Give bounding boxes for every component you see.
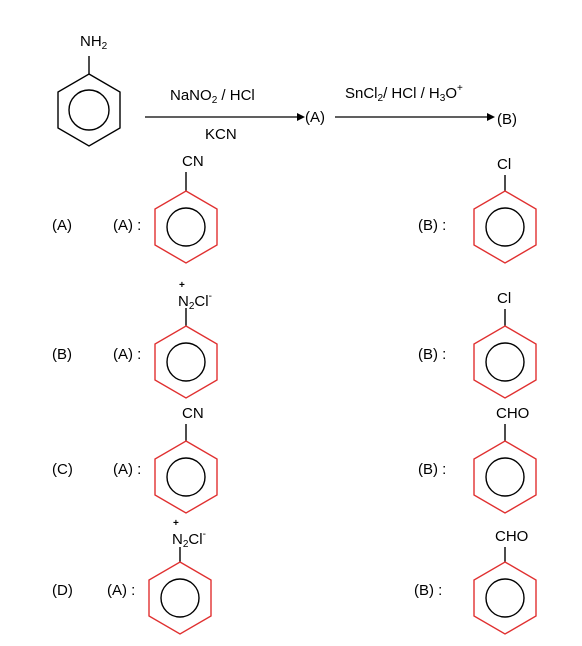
option-c-label-A: (A) : [113, 461, 142, 478]
option-d-label-B: (B) : [414, 582, 443, 599]
option-d-substituent-A: +N2Cl- [172, 518, 206, 550]
option-b-label-B: (B) : [418, 346, 447, 363]
option-d-label-A: (A) : [107, 582, 136, 599]
product-b: (B) [497, 111, 517, 128]
option-d-substituent-B: CHO [495, 528, 529, 545]
option-c-label-B: (B) : [418, 461, 447, 478]
option-a-label-A: (A) : [113, 217, 142, 234]
option-b-substituent-B: Cl [497, 290, 512, 307]
option-label-a: (A) [52, 217, 72, 234]
step2-reagents: SnCl2/ HCl / H3O+ [345, 83, 463, 104]
option-label-c: (C) [52, 461, 73, 478]
intermediate-a: (A) [305, 109, 325, 126]
aniline-substituent: NH2 [80, 33, 108, 52]
step1-reagents: NaNO2 / HCl [170, 87, 255, 106]
option-c-substituent-A: CN [182, 405, 204, 422]
option-b-label-A: (A) : [113, 346, 142, 363]
option-c-substituent-B: CHO [496, 405, 530, 422]
step1-reagent-below: KCN [205, 126, 237, 143]
option-a-label-B: (B) : [418, 217, 447, 234]
option-a-substituent-B: Cl [497, 156, 512, 173]
option-label-d: (D) [52, 582, 73, 599]
option-a-substituent-A: CN [182, 153, 204, 170]
option-label-b: (B) [52, 346, 72, 363]
option-b-substituent-A: +N2Cl- [178, 280, 212, 312]
